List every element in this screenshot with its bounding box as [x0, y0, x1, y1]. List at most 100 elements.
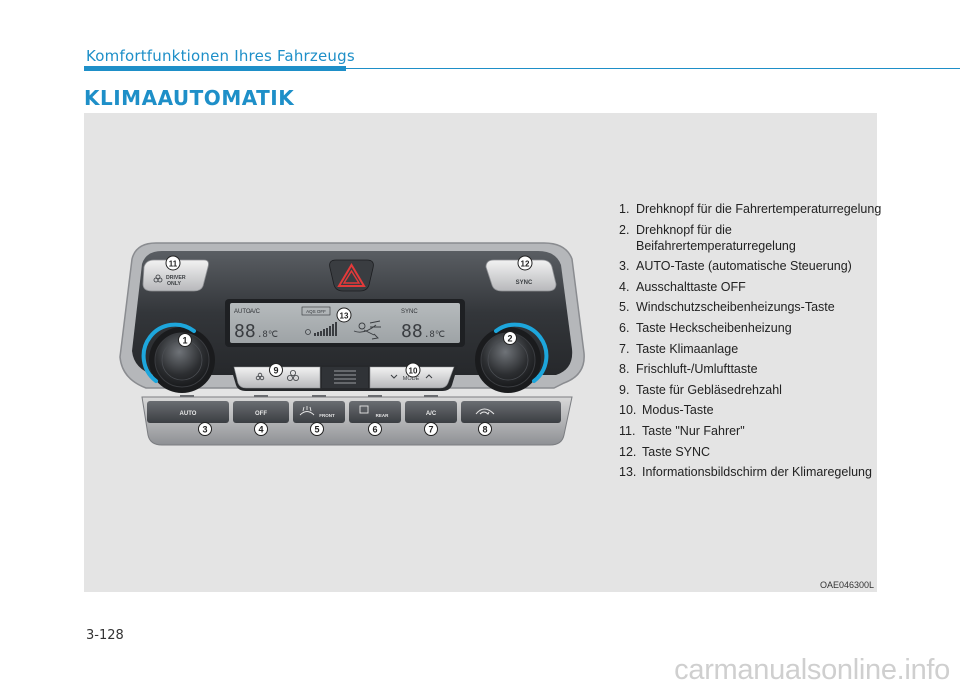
- ac-button[interactable]: A/C: [405, 401, 457, 423]
- legend-item-text: Ausschalttaste OFF: [636, 279, 746, 294]
- legend-item-text: Taste "Nur Fahrer": [642, 423, 745, 438]
- svg-text:9: 9: [273, 366, 278, 376]
- legend-item: 12.Taste SYNC: [619, 444, 884, 460]
- legend-item-text: Drehknopf für die Fahrertemperaturregelu…: [636, 202, 882, 216]
- legend-item: 4. Ausschalttaste OFF: [619, 279, 884, 295]
- legend-item: 6.Taste Heckscheibenheizung: [619, 320, 884, 336]
- middle-control-row: MODE: [230, 365, 458, 391]
- chevron-down-icon: [390, 374, 398, 379]
- legend-item-number: 11.: [619, 423, 636, 438]
- airflow-mode-icon: [353, 320, 381, 340]
- callout-1: 1: [178, 333, 192, 347]
- front-defrost-icon: [299, 406, 315, 416]
- recirculation-button[interactable]: [461, 401, 561, 423]
- mode-button-label: MODE: [403, 376, 420, 382]
- callout-6: 6: [368, 422, 382, 436]
- legend-item: 8.Frischluft-/Umlufttaste: [619, 361, 884, 377]
- svg-text:5: 5: [314, 425, 319, 435]
- display-ac-label: A/C: [250, 309, 261, 315]
- header-rule-thick: [84, 66, 346, 71]
- center-air-vent: [322, 367, 368, 388]
- sync-button-label: SYNC: [516, 280, 533, 286]
- legend-item-number: 2.: [619, 222, 630, 237]
- callout-3: 3: [198, 422, 212, 436]
- svg-text:1: 1: [182, 336, 187, 346]
- display-temp-unit-right: .8℃: [424, 330, 445, 340]
- rear-defrost-icon: [359, 405, 369, 414]
- callout-4: 4: [254, 422, 268, 436]
- legend-item: 13. Informationsbildschirm der Klimaregel…: [619, 464, 884, 480]
- svg-text:4: 4: [258, 425, 263, 435]
- page-number: 3-128: [86, 628, 124, 643]
- callout-2: 2: [503, 331, 517, 345]
- legend-item-number: 3.: [619, 259, 630, 274]
- legend-item: 11. Taste "Nur Fahrer": [619, 423, 884, 439]
- legend-item-text: Taste für Gebläsedrehzahl: [636, 382, 782, 397]
- svg-text:8: 8: [482, 425, 487, 435]
- legend-item-number: 13.: [619, 465, 637, 480]
- legend-item: 2. Drehknopf für die Beifahrertemperaturr…: [619, 222, 884, 254]
- callout-10: 10: [405, 362, 421, 378]
- driver-knob-light-ring: [141, 322, 196, 383]
- rear-defrost-button[interactable]: REAR: [349, 401, 401, 423]
- svg-text:7: 7: [428, 425, 433, 435]
- svg-text:2: 2: [507, 334, 512, 344]
- legend-item-number: 8.: [619, 362, 630, 377]
- rear-defrost-label: REAR: [376, 413, 390, 418]
- recirculation-icon: [475, 408, 495, 415]
- legend-item-number: 7.: [619, 341, 630, 356]
- off-button[interactable]: OFF: [233, 401, 289, 423]
- page-heading: KLIMAAUTOMATIK: [84, 86, 295, 110]
- callout-9: 9: [269, 363, 283, 377]
- callout-7: 7: [424, 422, 438, 436]
- callout-13: 13: [336, 307, 352, 323]
- figure-code: OAE046300L: [819, 580, 874, 590]
- driver-only-label-line1: DRIVER: [166, 275, 186, 281]
- display-auto-label: AUTO: [234, 309, 251, 315]
- ac-button-label: A/C: [426, 411, 437, 417]
- display-temp-right: 88: [401, 321, 423, 342]
- legend-item-text: AUTO-Taste (automatische Steuerung): [636, 259, 852, 274]
- legend-item-number: 9.: [619, 382, 630, 397]
- front-defrost-label: FRONT: [319, 413, 335, 418]
- fan-speed-button[interactable]: [233, 366, 321, 389]
- off-button-label: OFF: [255, 411, 267, 417]
- legend-item-text: Drehknopf für die Beifahrertemperaturreg…: [636, 222, 796, 253]
- driver-only-label-line2: ONLY: [167, 281, 181, 287]
- passenger-knob-light-ring: [494, 322, 549, 383]
- svg-text:6: 6: [372, 425, 377, 435]
- driver-temperature-knob[interactable]: [141, 322, 215, 393]
- display-sync-label: SYNC: [401, 309, 418, 315]
- passenger-temperature-knob[interactable]: [475, 322, 549, 393]
- legend-item-number: 12.: [619, 444, 637, 459]
- callout-11: 11: [165, 255, 181, 271]
- display-temp-unit-left: .8℃: [257, 330, 278, 340]
- fan-speed-bars: [305, 322, 337, 336]
- driver-only-button[interactable]: DRIVER ONLY: [142, 259, 209, 292]
- header-rule-thin: [346, 68, 960, 69]
- legend-item-text: Informationsbildschirm der Klimaregelung: [642, 465, 872, 480]
- auto-button[interactable]: AUTO: [147, 401, 229, 423]
- front-defrost-button[interactable]: FRONT: [293, 401, 345, 423]
- callout-12: 12: [517, 255, 533, 271]
- hazard-triangle-icon: [337, 263, 366, 287]
- legend-item-number: 5.: [619, 300, 630, 315]
- climate-panel-illustration: AUTO OFF FRONT REAR A/C: [119, 242, 585, 446]
- callout-8: 8: [478, 422, 492, 436]
- svg-text:11: 11: [169, 260, 178, 269]
- display-temp-left: 88: [234, 321, 256, 342]
- svg-text:12: 12: [521, 260, 530, 269]
- legend-item: 3. AUTO-Taste (automatische Steuerung): [619, 258, 884, 274]
- legend-item: 10.Modus-Taste: [619, 402, 884, 418]
- hazard-button[interactable]: [329, 259, 374, 292]
- svg-text:10: 10: [409, 367, 418, 376]
- section-title: Komfortfunktionen Ihres Fahrzeugs: [86, 47, 355, 65]
- mode-button[interactable]: MODE: [369, 366, 455, 389]
- sync-button[interactable]: SYNC: [485, 259, 557, 292]
- fan-large-icon: [286, 369, 299, 381]
- bottom-button-row: AUTO OFF FRONT REAR A/C: [141, 395, 573, 446]
- legend-item-number: 1.: [619, 202, 630, 216]
- climate-control-figure: AUTO OFF FRONT REAR A/C: [84, 113, 881, 592]
- legend-item-number: 4.: [619, 279, 630, 294]
- legend-item: 1. Drehknopf für die Fahrertemperaturrege…: [619, 201, 884, 217]
